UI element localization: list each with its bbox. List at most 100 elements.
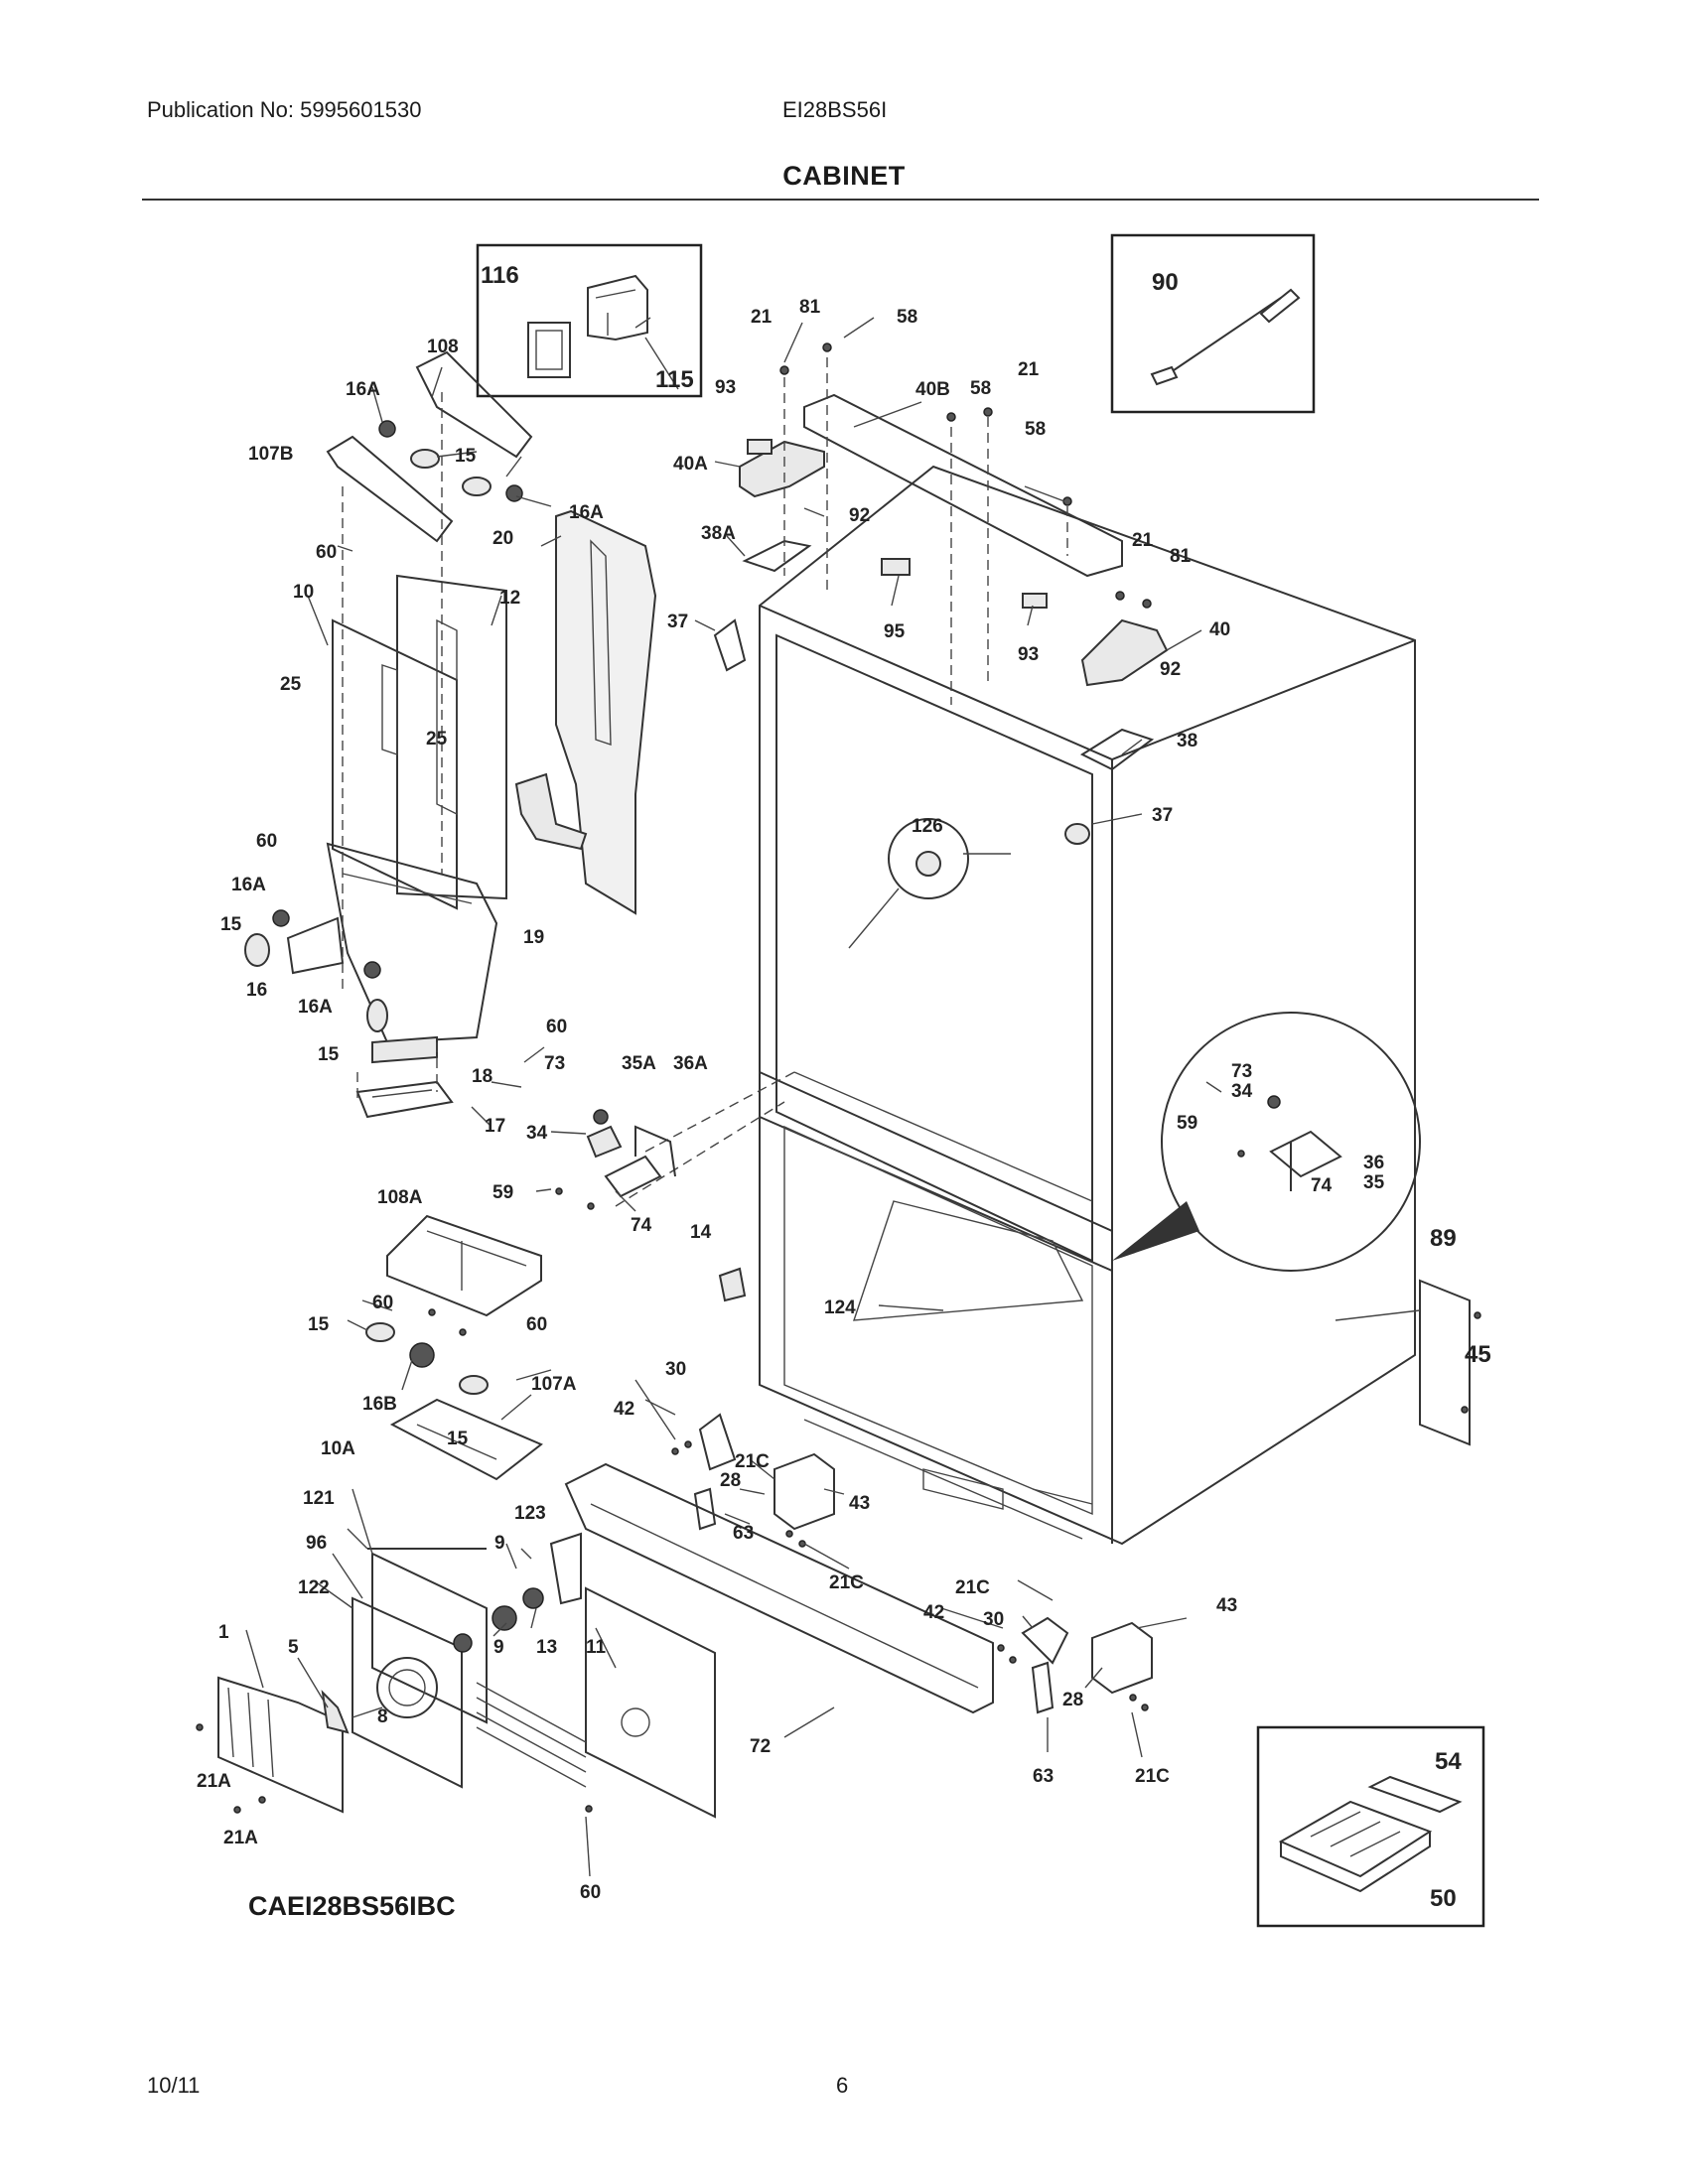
callout-12: 12 xyxy=(499,588,520,609)
callout-28: 28 xyxy=(720,1470,741,1491)
part-19 xyxy=(514,772,588,851)
diagram-code: CAEI28BS56IBC xyxy=(248,1891,456,1921)
callout-42: 42 xyxy=(614,1399,634,1420)
inset-box-54-50 xyxy=(1256,1725,1485,1928)
callout-15: 15 xyxy=(455,446,477,467)
callout-40: 40 xyxy=(1209,619,1230,640)
callout-107a: 107A xyxy=(531,1374,577,1395)
callout-21: 21 xyxy=(1018,359,1040,380)
callout-108a: 108A xyxy=(377,1187,423,1208)
middle-hinge-set xyxy=(555,1109,747,1302)
callout-14: 14 xyxy=(690,1222,712,1243)
left-alignment-lines xyxy=(342,392,795,1207)
callout-42: 42 xyxy=(923,1602,944,1623)
callout-107b: 107B xyxy=(248,444,293,465)
callout-50: 50 xyxy=(1430,1885,1457,1912)
callout-123: 123 xyxy=(514,1503,546,1524)
dispenser-housing xyxy=(286,350,533,1119)
callout-60: 60 xyxy=(526,1314,547,1335)
model-number: EI28BS56I xyxy=(782,97,888,122)
callout-60: 60 xyxy=(546,1017,567,1037)
callout-95: 95 xyxy=(884,621,906,642)
callout-37: 37 xyxy=(1152,805,1173,826)
callout-34: 34 xyxy=(526,1123,548,1144)
callout-124: 124 xyxy=(824,1297,856,1318)
publication-date: 10/11 xyxy=(147,2073,201,2098)
callout-20: 20 xyxy=(492,528,513,549)
inset-box-90 xyxy=(1110,233,1316,414)
callout-43: 43 xyxy=(1216,1595,1237,1616)
insulation-panel-20 xyxy=(555,509,657,915)
callout-15: 15 xyxy=(220,914,242,935)
callout-16a: 16A xyxy=(569,502,604,523)
callout-21c: 21C xyxy=(1135,1766,1170,1787)
detail-circle-hinge xyxy=(1112,1012,1421,1272)
callout-92: 92 xyxy=(1160,659,1181,680)
callout-15: 15 xyxy=(318,1044,340,1065)
callout-115: 115 xyxy=(655,366,694,393)
callout-116: 116 xyxy=(481,262,519,289)
kickplate xyxy=(564,1462,994,1714)
callout-19: 19 xyxy=(523,927,544,948)
lower-light-housing xyxy=(365,1214,543,1481)
callout-10: 10 xyxy=(293,582,314,603)
callout-122: 122 xyxy=(298,1577,330,1598)
callout-96: 96 xyxy=(306,1533,327,1554)
hinge-40a xyxy=(739,440,825,498)
side-panel-89 xyxy=(1419,1279,1471,1446)
callout-30: 30 xyxy=(983,1609,1004,1630)
callout-58: 58 xyxy=(1025,419,1046,440)
callout-60: 60 xyxy=(256,831,277,852)
callout-59: 59 xyxy=(1177,1113,1197,1134)
door-stop-93-a xyxy=(747,439,773,455)
callout-89: 89 xyxy=(1430,1225,1457,1252)
callout-72: 72 xyxy=(750,1736,771,1757)
socket-16a-d xyxy=(363,961,381,979)
screw-45-a xyxy=(1474,1311,1481,1319)
callout-81: 81 xyxy=(799,297,821,318)
callout-25: 25 xyxy=(426,729,448,750)
callout-60: 60 xyxy=(580,1882,601,1903)
bulb-15-a xyxy=(410,449,440,469)
bulb-15-d xyxy=(366,999,388,1032)
callout-92: 92 xyxy=(849,505,870,526)
callout-60: 60 xyxy=(316,542,337,563)
callout-16a: 16A xyxy=(231,875,266,895)
callout-60: 60 xyxy=(372,1293,393,1313)
callout-43: 43 xyxy=(849,1493,870,1514)
callout-90: 90 xyxy=(1152,269,1179,296)
callout-63: 63 xyxy=(1033,1766,1054,1787)
callout-21: 21 xyxy=(751,307,773,328)
socket-16a-a xyxy=(378,420,396,438)
callout-18: 18 xyxy=(472,1066,492,1087)
top-hinge-bar xyxy=(803,393,1123,578)
callout-93: 93 xyxy=(1018,644,1039,665)
callout-59: 59 xyxy=(492,1182,513,1203)
page-title: CABINET xyxy=(782,161,906,191)
publication-number: Publication No: 5995601530 xyxy=(147,97,422,122)
callout-93: 93 xyxy=(715,377,736,398)
door-stop-93-b xyxy=(1022,593,1048,609)
door-stop-95 xyxy=(881,558,911,576)
callout-40a: 40A xyxy=(673,454,708,475)
callout-73: 73 xyxy=(1231,1061,1252,1082)
lower-hinge-left xyxy=(671,1413,835,1548)
callout-21c: 21C xyxy=(829,1572,864,1593)
callout-labels: 116 115 108 16A 107B 15 16A 60 20 10 12 … xyxy=(197,262,1491,1912)
hinge-bracket-38a xyxy=(742,539,812,573)
callout-21c: 21C xyxy=(735,1451,770,1472)
callout-16a: 16A xyxy=(346,379,380,400)
page-number: 6 xyxy=(836,2073,849,2098)
callout-21: 21 xyxy=(1132,530,1154,551)
hinge-40 xyxy=(1080,618,1169,687)
inset-box-116-115 xyxy=(476,243,703,398)
cabinet-body xyxy=(759,465,1416,1546)
socket-16a-c xyxy=(272,909,290,927)
callout-38: 38 xyxy=(1177,731,1197,751)
callout-8: 8 xyxy=(377,1706,388,1727)
header-divider xyxy=(142,199,1539,201)
callout-121: 121 xyxy=(303,1488,335,1509)
top-screws xyxy=(779,342,1152,705)
callout-40b: 40B xyxy=(915,379,950,400)
